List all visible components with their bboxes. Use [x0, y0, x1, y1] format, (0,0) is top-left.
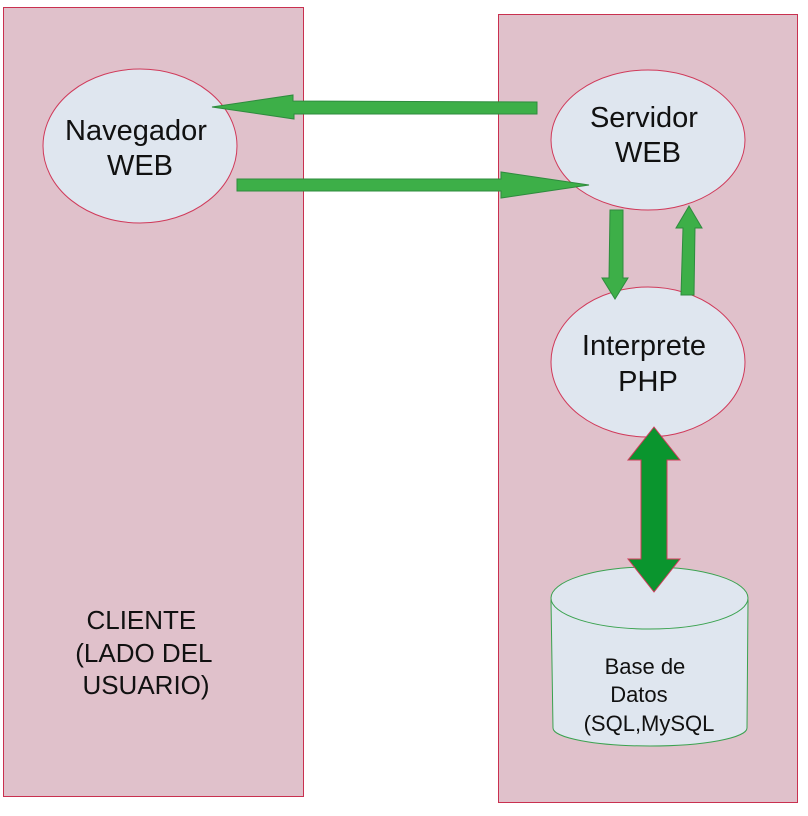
arrow-php-to-server [675, 205, 703, 296]
php-node-label: Interprete PHP [582, 330, 714, 398]
arrow-server-to-php [601, 209, 629, 300]
web-server-node-label: Servidor WEB [590, 102, 706, 169]
browser-node-label: Navegador WEB [65, 115, 215, 182]
web-server-node: Servidor WEB [550, 69, 746, 211]
arrow-server-to-browser [211, 94, 538, 120]
arrow-browser-to-server [236, 171, 590, 199]
php-node: Interprete PHP [550, 286, 746, 438]
database-node-label: Base de Datos (SQL,MySQL [584, 654, 715, 736]
browser-node: Navegador WEB [42, 68, 238, 224]
database-node: Base de Datos (SQL,MySQL [550, 566, 749, 747]
client-panel-label: CLIENTE (LADO DEL USUARIO) [75, 605, 219, 700]
double-arrow-php-database [626, 426, 682, 593]
